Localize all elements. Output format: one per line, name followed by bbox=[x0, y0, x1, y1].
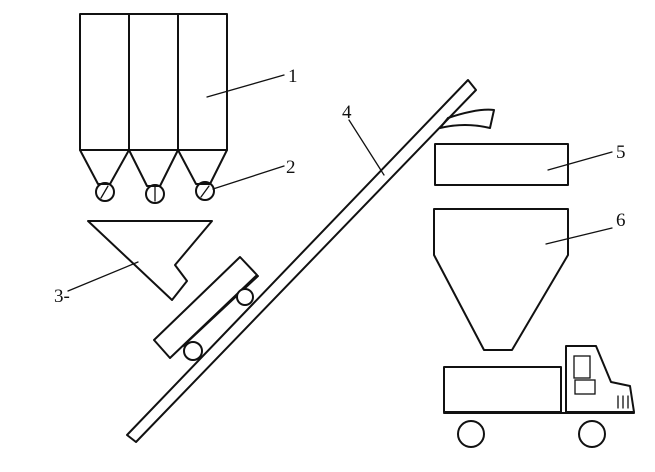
inclined-belt-conveyor bbox=[126, 79, 495, 443]
receiving-bin bbox=[434, 143, 569, 186]
feed-belt-frame bbox=[153, 256, 258, 359]
truck-bed bbox=[443, 366, 562, 413]
receiving-bin-body bbox=[434, 143, 569, 186]
loading-hopper bbox=[433, 208, 569, 351]
leader-line-3 bbox=[67, 261, 139, 292]
feeder-valves bbox=[95, 181, 215, 204]
feeder-valve-3 bbox=[195, 181, 215, 201]
callout-1: 1 bbox=[288, 66, 298, 87]
feeder-valve-2 bbox=[145, 184, 165, 204]
loading-hopper-body bbox=[433, 208, 569, 351]
callout-5: 5 bbox=[616, 142, 626, 163]
leader-line-6 bbox=[545, 227, 613, 245]
callout-2: 2 bbox=[286, 157, 296, 178]
leader-lines bbox=[67, 74, 613, 292]
truck-door-panel bbox=[574, 379, 596, 395]
feeder-valve-1 bbox=[95, 182, 115, 202]
silo-funnel-2 bbox=[128, 149, 179, 187]
dump-truck bbox=[443, 345, 635, 448]
weighing-hopper-body bbox=[87, 220, 213, 301]
truck-rear-wheel bbox=[457, 420, 485, 448]
feed-belt-conveyor bbox=[153, 256, 259, 361]
leader-line-2 bbox=[212, 165, 285, 190]
silo-funnel-1 bbox=[79, 149, 130, 185]
silo-funnel-3 bbox=[177, 149, 228, 185]
callout-3: 3- bbox=[54, 286, 70, 307]
weighing-hopper bbox=[87, 220, 213, 301]
truck-front-wheel bbox=[578, 420, 606, 448]
feed-belt-roller-bottom bbox=[183, 341, 203, 361]
storage-silos bbox=[79, 13, 228, 187]
truck-window bbox=[573, 355, 591, 379]
feed-belt-inner bbox=[182, 275, 259, 347]
callout-labels: 1 2 3- 4 5 6 bbox=[54, 66, 626, 307]
leader-line-5 bbox=[547, 151, 613, 171]
silo-block bbox=[79, 13, 228, 151]
inclined-conveyor-belt bbox=[126, 79, 477, 443]
feed-belt-roller-top bbox=[236, 288, 254, 306]
callout-6: 6 bbox=[616, 210, 626, 231]
leader-line-4 bbox=[348, 119, 385, 176]
callout-4: 4 bbox=[342, 102, 352, 123]
leader-line-1 bbox=[206, 74, 285, 98]
discharge-chute bbox=[439, 108, 495, 129]
